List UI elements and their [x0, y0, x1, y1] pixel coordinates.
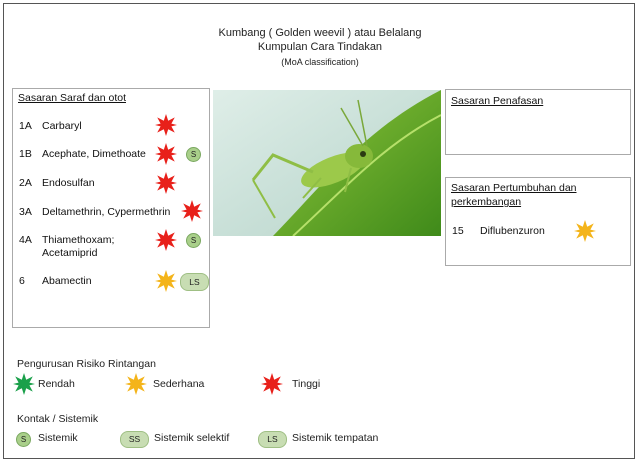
contact-legend-heading: Kontak / Sistemik	[17, 413, 99, 425]
moa-code: 4A	[19, 234, 32, 246]
legend-selective-label: Sistemik selektif	[154, 432, 230, 444]
insecticide-name: Carbaryl	[42, 120, 82, 132]
insecticide-name: Acetamiprid	[42, 247, 98, 259]
insecticide-name: Diflubenzuron	[480, 225, 545, 237]
respiration-panel-heading: Sasaran Penafasan	[451, 95, 544, 107]
growth-development-panel: Sasaran Pertumbuhan dan perkembangan 15 …	[445, 177, 631, 266]
growth-panel-heading-line2: perkembangan	[451, 196, 522, 208]
risk-legend-heading: Pengurusan Risiko Rintangan	[17, 358, 156, 370]
low-risk-star-icon	[13, 373, 35, 395]
medium-risk-star-icon	[574, 220, 596, 242]
insecticide-name: Endosulfan	[42, 177, 95, 189]
high-risk-star-icon	[155, 229, 177, 251]
classification-note: (MoA classification)	[281, 57, 359, 67]
moa-code: 6	[19, 275, 25, 287]
insecticide-name: Abamectin	[42, 275, 92, 287]
high-risk-star-icon	[181, 200, 203, 222]
medium-risk-star-icon	[155, 270, 177, 292]
moa-code: 1A	[19, 120, 32, 132]
systemic-badge: S	[16, 432, 31, 447]
legend-systemic-label: Sistemik	[38, 432, 78, 444]
high-risk-star-icon	[261, 373, 283, 395]
moa-code: 15	[452, 225, 464, 237]
page-subtitle: Kumpulan Cara Tindakan	[257, 41, 383, 53]
high-risk-star-icon	[155, 143, 177, 165]
high-risk-star-icon	[155, 114, 177, 136]
page-title: Kumbang ( Golden weevil ) atau Belalang	[218, 27, 422, 39]
selective-systemic-badge: SS	[120, 431, 149, 448]
systemic-badge: S	[186, 233, 201, 248]
nervous-panel-heading: Sasaran Saraf dan otot	[18, 92, 126, 104]
page-frame	[3, 3, 635, 459]
legend-high-label: Tinggi	[292, 378, 321, 390]
insecticide-name: Acephate, Dimethoate	[42, 148, 146, 160]
moa-code: 1B	[19, 148, 32, 160]
insecticide-name: Thiamethoxam;	[42, 234, 115, 246]
legend-local-label: Sistemik tempatan	[292, 432, 379, 444]
legend-medium-label: Sederhana	[153, 378, 205, 390]
local-systemic-badge: LS	[180, 273, 209, 291]
moa-code: 3A	[19, 206, 32, 218]
medium-risk-star-icon	[125, 373, 147, 395]
insecticide-name: Deltamethrin, Cypermethrin	[42, 206, 171, 218]
high-risk-star-icon	[155, 172, 177, 194]
growth-panel-heading-line1: Sasaran Pertumbuhan dan	[451, 182, 577, 194]
systemic-badge: S	[186, 147, 201, 162]
respiration-panel: Sasaran Penafasan	[445, 89, 631, 155]
legend-low-label: Rendah	[38, 378, 75, 390]
moa-code: 2A	[19, 177, 32, 189]
local-systemic-badge: LS	[258, 431, 287, 448]
nervous-muscle-panel: Sasaran Saraf dan otot 1A Carbaryl 1B Ac…	[12, 88, 210, 328]
grasshopper-photo	[213, 90, 441, 236]
